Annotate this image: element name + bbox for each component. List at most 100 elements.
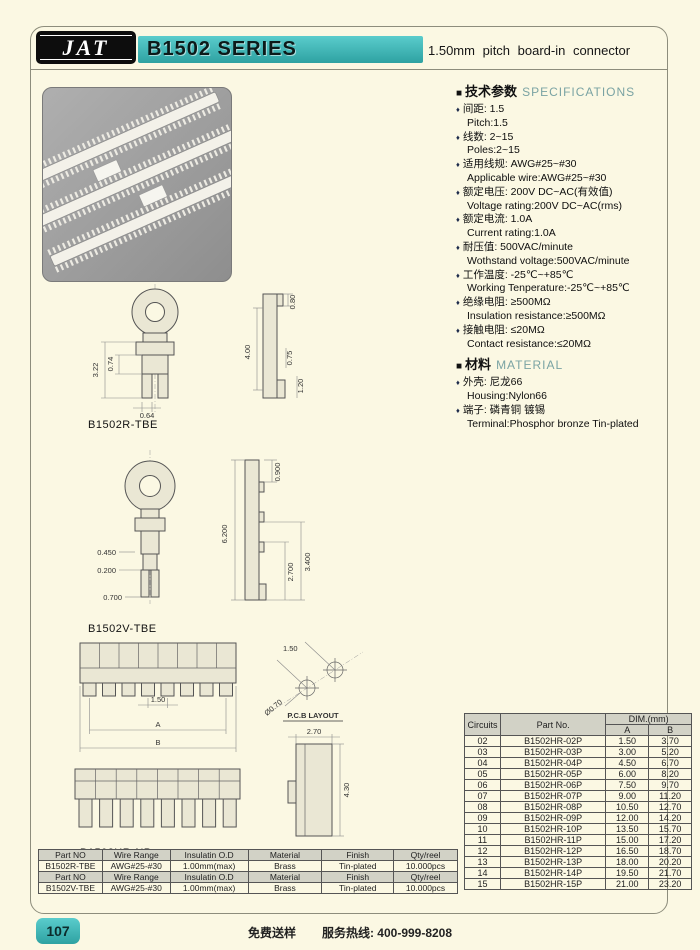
page-number-badge: 107: [36, 918, 80, 944]
spec-item: ♦ 线数: 2~15 Poles:2~15: [456, 131, 672, 158]
dim-cell-part-no: B1502HR-15P: [499, 878, 607, 890]
dim-cell-b: 8.20: [648, 768, 692, 780]
spec-item-cn: 接触电阻: ≤20MΩ: [462, 323, 545, 336]
page-number: 107: [46, 923, 70, 939]
spec-item-en: Pitch:1.5: [467, 116, 508, 129]
diamond-bullet-icon: ♦: [456, 325, 460, 335]
dim-label: 3.22: [91, 363, 100, 378]
dim-table-row: 10 B1502HR-10P 13.50 15.70: [464, 823, 692, 835]
part-table-header-cell: Wire Range: [101, 871, 171, 883]
spec-item-cn: 间距: 1.5: [462, 103, 505, 115]
dim-table: Circuits Part No. DIM.(mm) A B 02 B1502H…: [464, 713, 692, 890]
dim-cell-a: 10.50: [605, 801, 650, 813]
material-item-en: Housing:Nylon66: [467, 390, 547, 403]
spec-item-en: Applicable wire:AWG#25~#30: [467, 171, 607, 184]
dim-cell-circuits: 05: [464, 768, 501, 780]
part-table-cell: B1502R-TBE: [38, 860, 103, 872]
dim-cell-part-no: B1502HR-06P: [499, 779, 607, 791]
part-table-cell: AWG#25-#30: [101, 860, 171, 872]
spec-item: ♦ 间距: 1.5 Pitch:1.5: [456, 103, 672, 130]
dim-cell-a: 16.50: [605, 845, 650, 857]
dim-cell-part-no: B1502HR-12P: [499, 845, 607, 857]
dim-cell-circuits: 11: [464, 834, 501, 846]
section-marker-icon: ■: [456, 361, 463, 373]
part-table-cell: 10.000pcs: [393, 860, 458, 872]
dim-cell-circuits: 15: [464, 878, 501, 890]
dim-cell-b: 5.20: [648, 746, 692, 758]
material-title-cn: 材料: [465, 357, 492, 373]
part-table-header-cell: Part NO: [38, 849, 103, 861]
part-table-cell: 1.00mm(max): [169, 882, 249, 894]
specifications-title: ■ 技术参数 SPECIFICATIONS: [456, 81, 672, 100]
dim-table-row: 05 B1502HR-05P 6.00 8.20: [464, 768, 692, 780]
dim-cell-part-no: B1502HR-13P: [499, 856, 607, 868]
dim-col-dim: DIM.(mm): [605, 713, 692, 725]
dim-cell-part-no: B1502HR-09P: [499, 812, 607, 824]
dim-label: B: [155, 738, 160, 747]
dim-table-row: 15 B1502HR-15P 21.00 23.20: [464, 878, 692, 890]
dim-cell-circuits: 12: [464, 845, 501, 857]
footer-hotline: 服务热线: 400-999-8208: [321, 926, 453, 940]
product-photo-image: [43, 88, 231, 273]
dim-cell-b: 11.20: [648, 790, 692, 802]
dim-cell-circuits: 08: [464, 801, 501, 813]
diamond-bullet-icon: ♦: [456, 132, 460, 142]
diamond-bullet-icon: ♦: [456, 105, 460, 114]
material-item-cn: 外壳: 尼龙66: [462, 376, 523, 389]
dim-label: 0.64: [140, 411, 155, 420]
dim-label: 1.50: [283, 644, 298, 653]
dim-cell-part-no: B1502HR-10P: [499, 823, 607, 835]
dim-cell-part-no: B1502HR-07P: [499, 790, 607, 802]
dim-col-a: A: [605, 724, 650, 736]
part-table-header-cell: Material: [247, 849, 323, 861]
dim-label: A: [155, 720, 160, 729]
dim-cell-circuits: 14: [464, 867, 501, 879]
dim-label: 1.50: [151, 695, 166, 704]
spec-item-cn: 额定电压: 200V DC~AC(有效值): [462, 185, 613, 198]
dim-label: 0.900: [273, 463, 282, 482]
material-item: ♦ 外壳: 尼龙66 Housing:Nylon66: [456, 376, 672, 403]
spec-item: ♦ 耐压值: 500VAC/minute Wothstand voltage:5…: [456, 241, 672, 268]
dim-cell-a: 3.00: [605, 746, 650, 758]
dim-cell-a: 21.00: [605, 878, 650, 890]
dim-cell-circuits: 06: [464, 779, 501, 791]
dim-table-row: 04 B1502HR-04P 4.50 6.70: [464, 757, 692, 769]
page-border-frame: [30, 26, 668, 914]
part-table-header-cell: Qty/reel: [393, 871, 458, 883]
dim-label: 0.74: [106, 357, 115, 372]
dim-cell-a: 1.50: [605, 735, 650, 747]
dim-cell-circuits: 09: [464, 812, 501, 824]
dim-table-row: 09 B1502HR-09P 12.00 14.20: [464, 812, 692, 824]
dim-cell-b: 20.20: [648, 856, 692, 868]
dim-table-row: 13 B1502HR-13P 18.00 20.20: [464, 856, 692, 868]
dim-cell-a: 9.00: [605, 790, 650, 802]
section-marker-icon: ■: [456, 88, 463, 99]
material-item-en: Terminal:Phosphor bronze Tin-plated: [467, 417, 639, 430]
spec-item-en: Voltage rating:200V DC~AC(rms): [467, 199, 622, 212]
spec-item: ♦ 绝缘电阻: ≥500MΩ Insulation resistance:≥50…: [456, 296, 672, 323]
dim-label: 0.75: [285, 351, 294, 366]
spec-item-en: Current rating:1.0A: [467, 227, 556, 240]
pcb-layout-label: P.C.B LAYOUT: [287, 711, 339, 720]
part-table-cell: 10.000pcs: [393, 882, 458, 894]
page-subtitle: 1.50mm pitch board-in connector: [428, 43, 631, 58]
part-table-header-cell: Part NO: [38, 871, 103, 883]
dim-cell-b: 21.70: [648, 867, 692, 879]
diamond-bullet-icon: ♦: [456, 270, 460, 280]
dim-label: 1.20: [296, 379, 305, 394]
dim-table-row: 11 B1502HR-11P 15.00 17.20: [464, 834, 692, 846]
jat-logo: JAT: [36, 31, 136, 64]
dim-cell-part-no: B1502HR-11P: [499, 834, 607, 846]
part-table-header-cell: Insulatin O.D: [169, 871, 249, 883]
dim-cell-circuits: 10: [464, 823, 501, 835]
part-table-header-cell: Material: [247, 871, 323, 883]
material-title-en: MATERIAL: [496, 358, 564, 373]
material-item: ♦ 端子: 磷青铜 镀锡 Terminal:Phosphor bronze Ti…: [456, 404, 672, 431]
spec-item: ♦ 工作温度: -25℃~+85℃ Working Tenperature:-2…: [456, 269, 672, 296]
diamond-bullet-icon: ♦: [456, 187, 460, 197]
part-table-cell: Tin-plated: [321, 882, 395, 894]
drawing-r-tbe: 3.22 0.74 0.64 4.00 0.80 0.75 1.20: [91, 284, 305, 420]
spec-item-cn: 适用线规: AWG#25~#30: [462, 158, 577, 171]
